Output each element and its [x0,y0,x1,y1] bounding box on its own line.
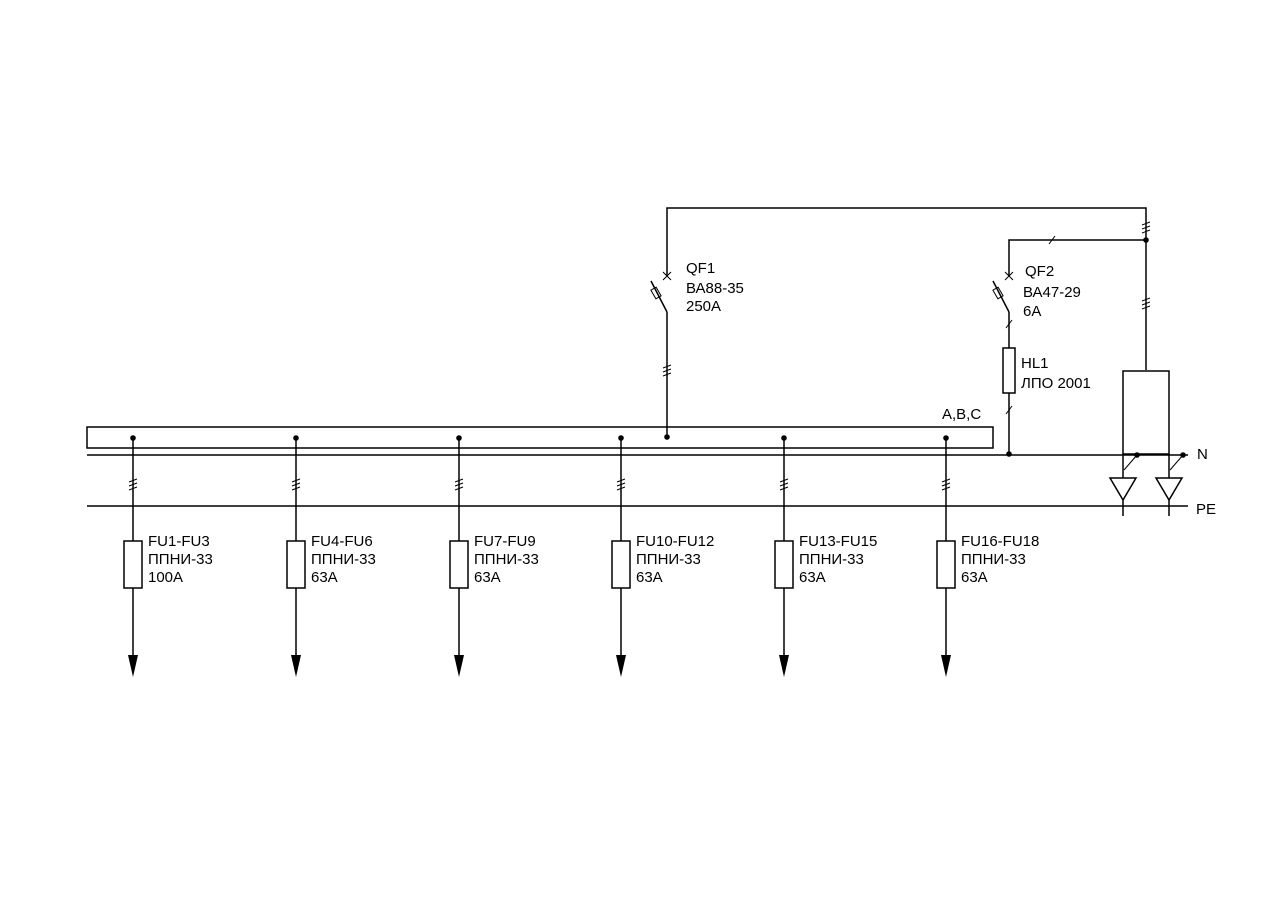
single-tick [1005,405,1013,415]
breaker-cross-icon [1004,271,1014,281]
feeder-id: FU10-FU12 [636,533,714,550]
arrow-down-icon [941,655,951,677]
junction-dot [1180,452,1186,458]
feeder-rating: 63А [961,569,988,586]
socket-triangle-icon [1108,477,1138,502]
feeder-id: FU4-FU6 [311,533,373,550]
socket-n-link [1123,454,1138,471]
single-tick [1005,319,1013,329]
breaker-release-icon [650,286,662,300]
phase-ticks [1141,297,1151,310]
feeder-id: FU7-FU9 [474,533,536,550]
single-tick [1048,235,1056,245]
busbar: A,B,C [86,406,994,449]
feeder-rating: 63А [799,569,826,586]
lamp-model: ЛПО 2001 [1021,375,1091,392]
pe-label: PE [1196,501,1216,518]
fuse-icon [611,540,631,589]
fuse-icon [449,540,469,589]
lamp-hl1: HL1 ЛПО 2001 [1002,347,1091,457]
feeder-model: ППНИ-33 [311,551,376,568]
busbar-rect [86,426,994,449]
breaker-id: QF2 [1025,263,1054,280]
breaker-model: ВА47-29 [1023,284,1081,301]
socket-triangle-icon [1154,477,1184,502]
feeder-id: FU13-FU15 [799,533,877,550]
arrow-down-icon [291,655,301,677]
fuse-icon [774,540,794,589]
junction-dot [1006,451,1012,457]
breaker-rating: 250А [686,298,721,315]
breaker-rating: 6А [1023,303,1041,320]
feeder-model: ППНИ-33 [961,551,1026,568]
lamp-id: HL1 [1021,355,1049,372]
junction-dot [1134,452,1140,458]
breaker-cross-icon [662,271,672,281]
main-supply-line [666,207,1147,370]
supply-wiring [666,207,1151,370]
phase-ticks [616,478,626,491]
socket-box [1122,370,1170,455]
fuse-icon [286,540,306,589]
breaker-qf2: QF2 ВА47-29 6А [992,263,1081,348]
breaker-model: ВА88-35 [686,280,744,297]
arrow-down-icon [128,655,138,677]
feeder-rating: 63А [474,569,501,586]
feeder-group: FU1-FU3ППНИ-33100АFU4-FU6ППНИ-3363АFU7-F… [123,435,1039,677]
breaker-qf1: QF1 ВА88-35 250А [650,260,744,440]
feeder-model: ППНИ-33 [474,551,539,568]
fuse-icon [936,540,956,589]
feeder-id: FU16-FU18 [961,533,1039,550]
arrow-down-icon [616,655,626,677]
phase-ticks [941,478,951,491]
phase-ticks [662,364,672,377]
lamp-icon [1002,347,1016,394]
neutral-label: N [1197,446,1208,463]
phase-ticks [1141,221,1151,234]
feeder-model: ППНИ-33 [636,551,701,568]
conductors: N PE [87,446,1216,518]
phase-ticks [128,478,138,491]
feeder-id: FU1-FU3 [148,533,210,550]
junction-dot [1143,237,1149,243]
control-supply-line [1008,239,1146,276]
feeder-rating: 100А [148,569,183,586]
phase-ticks [779,478,789,491]
breaker-release-icon [992,286,1004,300]
phase-ticks [454,478,464,491]
arrow-down-icon [454,655,464,677]
feeder-rating: 63А [636,569,663,586]
breaker-id: QF1 [686,260,715,277]
feeder-model: ППНИ-33 [148,551,213,568]
feeder-model: ППНИ-33 [799,551,864,568]
fuse-icon [123,540,143,589]
junction-dot [664,434,670,440]
arrow-down-icon [779,655,789,677]
socket-n-link [1169,454,1184,471]
busbar-label: A,B,C [942,406,981,423]
phase-ticks [291,478,301,491]
feeder-rating: 63А [311,569,338,586]
socket-block [1108,370,1186,516]
